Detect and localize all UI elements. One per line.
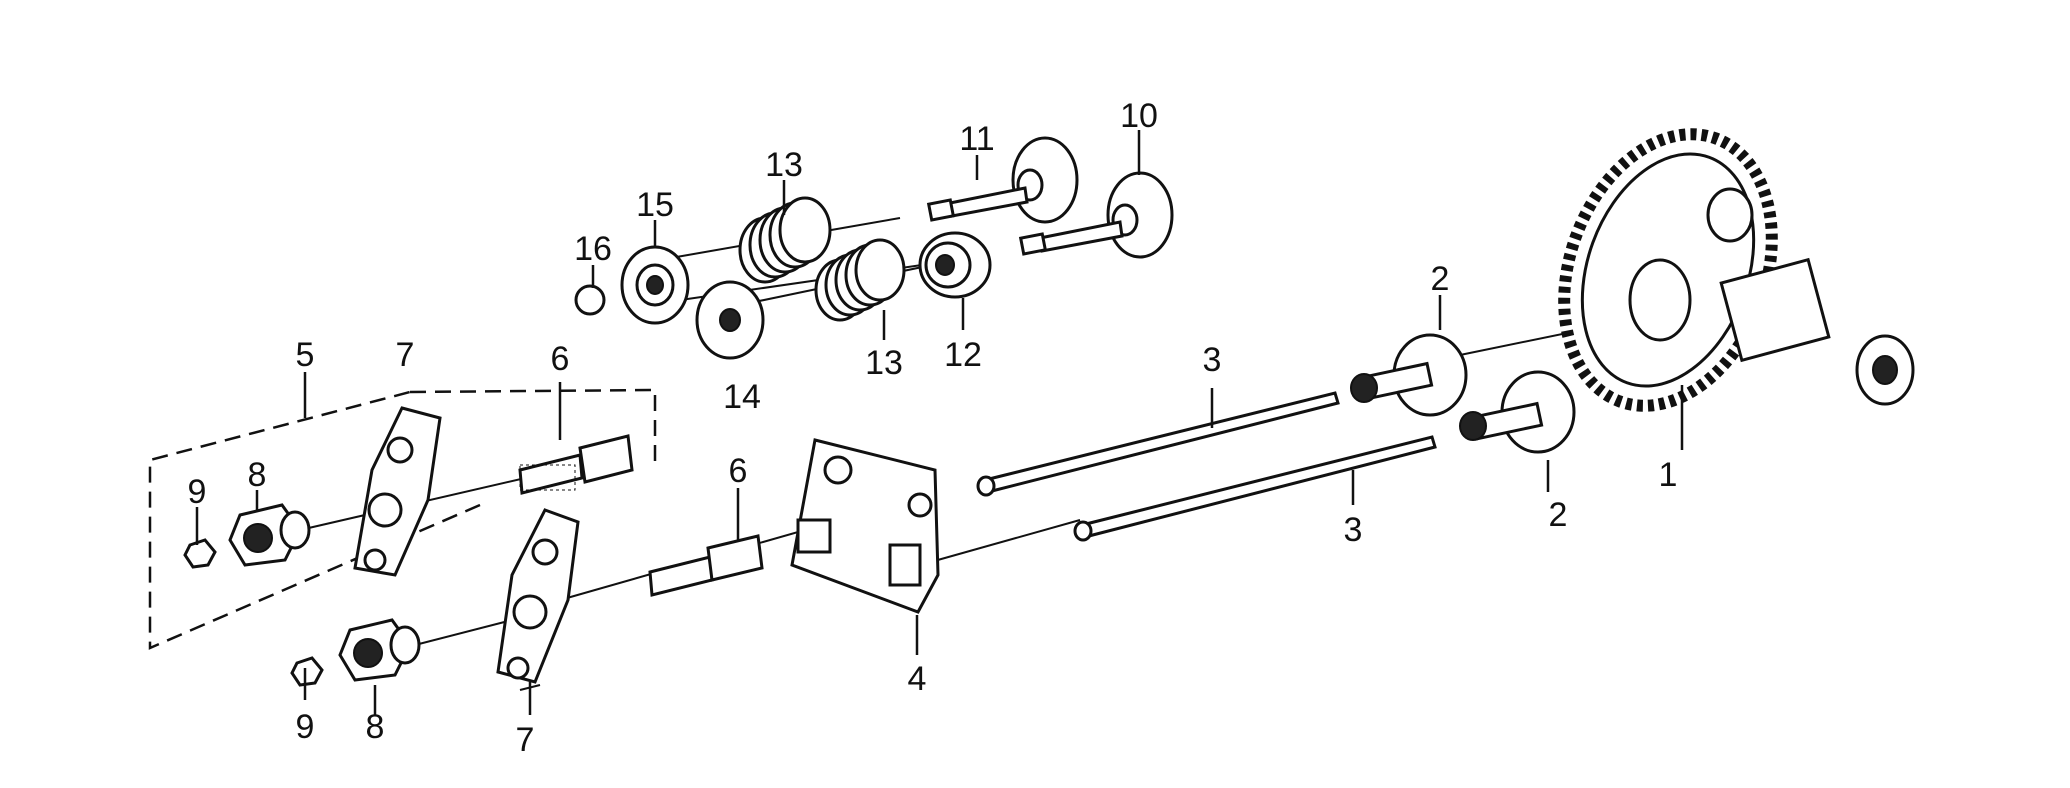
callout-3-lower: 3 — [1344, 511, 1363, 549]
callout-13-upper: 13 — [765, 146, 803, 184]
pivot-bolt-upper — [228, 503, 311, 567]
nut-lower — [290, 656, 324, 687]
callout-16: 16 — [574, 230, 612, 268]
adjusting-screw-upper — [518, 434, 634, 495]
valve-cap-16 — [574, 284, 606, 316]
callout-9-upper: 9 — [188, 473, 207, 511]
callout-15: 15 — [636, 186, 674, 224]
callout-6-lower: 6 — [729, 452, 748, 490]
spring-seat-14 — [695, 280, 765, 360]
spring-seat-15 — [620, 245, 690, 325]
rocker-arm-lower — [496, 508, 580, 684]
callout-7-upper: 7 — [396, 336, 415, 374]
rocker-arm-upper — [353, 406, 442, 577]
spring-retainer-part — [918, 231, 992, 299]
callout-8-lower: 8 — [366, 708, 385, 746]
callout-11: 11 — [959, 120, 994, 158]
callout-6-upper: 6 — [551, 340, 570, 378]
callout-14: 14 — [723, 378, 761, 416]
adjusting-screw-lower — [648, 534, 764, 597]
callout-8-upper: 8 — [248, 456, 267, 494]
push-rod-upper — [976, 391, 1340, 497]
tappet-part-lower — [1459, 370, 1576, 454]
callout-1: 1 — [1659, 456, 1678, 494]
rocker-assembly-boundary — [148, 388, 657, 650]
callout-12: 12 — [944, 336, 982, 374]
callout-7-lower: 7 — [516, 721, 535, 759]
callout-10: 10 — [1120, 97, 1158, 135]
push-rod-lower — [1073, 435, 1437, 542]
callout-2-lower: 2 — [1549, 496, 1568, 534]
callout-3-upper: 3 — [1203, 341, 1222, 379]
callout-4: 4 — [908, 660, 927, 698]
tappet-part-upper — [1350, 333, 1468, 417]
callout-13-lower: 13 — [865, 344, 903, 382]
leader-lines — [195, 130, 1684, 715]
callout-9-lower: 9 — [296, 708, 315, 746]
pivot-bolt-lower — [338, 618, 421, 682]
callout-2-upper: 2 — [1431, 260, 1450, 298]
camshaft-gear-part — [1558, 128, 1915, 412]
guide-plate-part — [790, 438, 940, 614]
valve-11-part — [926, 136, 1079, 224]
valve-spring-lower — [814, 238, 906, 322]
callout-labels: 1 2 2 3 3 4 5 6 6 7 7 8 8 9 9 10 11 12 1… — [188, 97, 1678, 759]
nut-upper — [183, 538, 217, 569]
callout-5: 5 — [296, 336, 315, 374]
valve-spring-upper — [738, 196, 832, 284]
